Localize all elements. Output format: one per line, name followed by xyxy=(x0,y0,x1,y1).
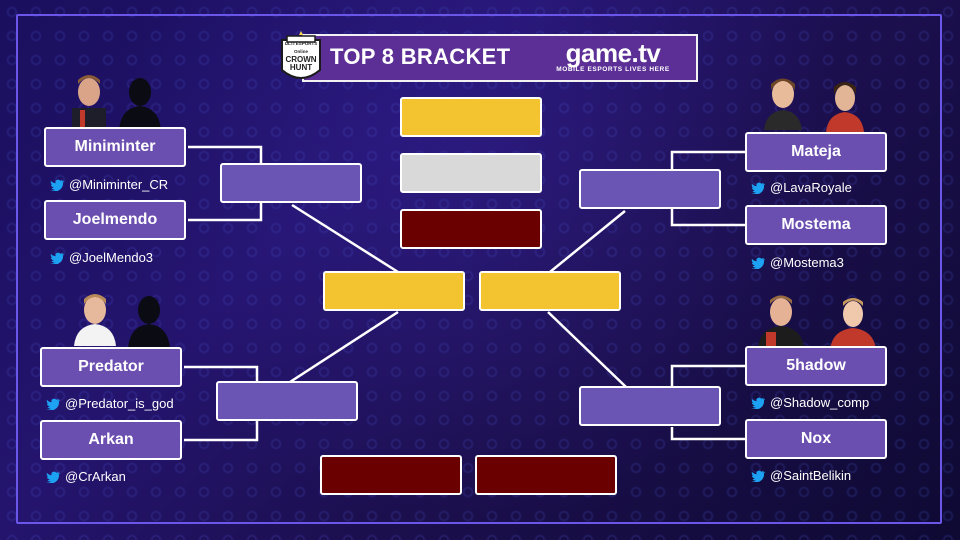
crown-hunt-logo-icon xyxy=(281,31,321,79)
player-box-mostema: Mostema xyxy=(745,205,887,245)
third-place-match-slot-left xyxy=(320,455,462,495)
crown-hunt-logo-text: ULTI ESPORTS Online CROWN HUNT xyxy=(280,40,322,72)
gametv-logo-tagline: MOBILE ESPORTS LIVES HERE xyxy=(556,66,670,73)
gametv-logo: game.tv MOBILE ESPORTS LIVES HERE xyxy=(553,40,673,73)
twitter-bird-icon xyxy=(751,257,766,269)
player-name: Miniminter xyxy=(74,138,156,155)
player-box-predator: Predator xyxy=(40,347,182,387)
handle-text: @Miniminter_CR xyxy=(69,177,169,192)
player-handle-5hadow[interactable]: @Shadow_comp xyxy=(751,395,869,410)
gametv-logo-name: game.tv xyxy=(565,38,661,68)
header-banner xyxy=(302,34,698,82)
player-box-nox: Nox xyxy=(745,419,887,459)
player-box-mateja: Mateja xyxy=(745,132,887,172)
handle-text: @LavaRoyale xyxy=(770,180,852,195)
player-name: Mostema xyxy=(781,216,851,233)
final-slot-left xyxy=(323,271,465,311)
twitter-bird-icon xyxy=(46,471,61,483)
semifinal-slot-right-bottom xyxy=(579,386,721,426)
twitter-bird-icon xyxy=(751,397,766,409)
border-frame xyxy=(16,14,942,524)
player-photo-mateja xyxy=(764,78,802,130)
player-photo-nox xyxy=(830,298,876,350)
first-place-slot xyxy=(400,97,542,137)
player-name: 5hadow xyxy=(786,357,846,374)
player-handle-nox[interactable]: @SaintBelikin xyxy=(751,468,851,483)
player-photo-mostema xyxy=(826,82,864,132)
second-place-slot xyxy=(400,153,542,193)
semifinal-slot-right-top xyxy=(579,169,721,209)
twitter-bird-icon xyxy=(46,398,61,410)
player-name: Predator xyxy=(78,358,144,375)
player-silhouette-joelmendo xyxy=(119,78,161,130)
crown-logo-line3: CROWN xyxy=(285,55,317,64)
page-title: TOP 8 BRACKET xyxy=(330,44,511,69)
twitter-bird-icon xyxy=(751,182,766,194)
player-photo-miniminter xyxy=(72,75,106,128)
player-box-arkan: Arkan xyxy=(40,420,182,460)
handle-text: @CrArkan xyxy=(65,469,126,484)
player-handle-predator[interactable]: @Predator_is_god xyxy=(46,396,174,411)
player-box-5hadow: 5hadow xyxy=(745,346,887,386)
semifinal-slot-left-top xyxy=(220,163,362,203)
semifinal-slot-left-bottom xyxy=(216,381,358,421)
handle-text: @Shadow_comp xyxy=(770,395,870,410)
third-place-match-slot-right xyxy=(475,455,617,495)
player-box-joelmendo: Joelmendo xyxy=(44,200,186,240)
handle-text: @Predator_is_god xyxy=(65,396,174,411)
handle-text: @JoelMendo3 xyxy=(69,250,154,265)
player-box-miniminter: Miniminter xyxy=(44,127,186,167)
crown-logo-line4: HUNT xyxy=(289,63,313,72)
twitter-bird-icon xyxy=(50,179,65,191)
player-handle-arkan[interactable]: @CrArkan xyxy=(46,469,126,484)
handle-text: @Mostema3 xyxy=(770,255,844,270)
third-place-slot xyxy=(400,209,542,249)
player-handle-mateja[interactable]: @LavaRoyale xyxy=(751,180,852,195)
player-photo-5hadow xyxy=(758,295,804,348)
player-handle-joelmendo[interactable]: @JoelMendo3 xyxy=(50,250,153,265)
player-name: Joelmendo xyxy=(72,211,158,228)
player-name: Mateja xyxy=(791,143,841,160)
player-handle-mostema[interactable]: @Mostema3 xyxy=(751,255,844,270)
twitter-bird-icon xyxy=(50,252,65,264)
player-silhouette-arkan xyxy=(128,296,170,348)
player-name: Nox xyxy=(800,430,832,447)
final-slot-right xyxy=(479,271,621,311)
crown-logo-line2: Online xyxy=(293,49,308,54)
crown-logo-line1: ULTI ESPORTS xyxy=(284,41,318,46)
twitter-bird-icon xyxy=(751,470,766,482)
player-name: Arkan xyxy=(88,431,134,448)
player-handle-miniminter[interactable]: @Miniminter_CR xyxy=(50,177,168,192)
handle-text: @SaintBelikin xyxy=(770,468,852,483)
player-photo-predator xyxy=(74,294,116,346)
